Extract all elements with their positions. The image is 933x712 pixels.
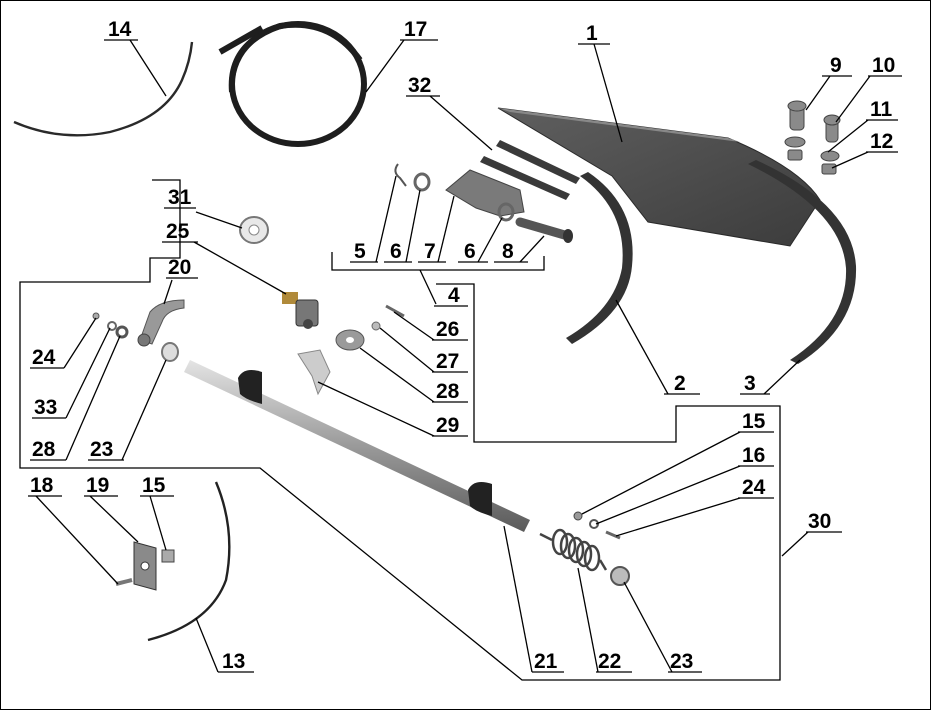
hardware-9-12-drawing [784, 100, 841, 175]
label-4: 4 [448, 284, 460, 307]
label-21: 21 [534, 650, 558, 673]
bushing-23-drawing [161, 342, 179, 362]
label-5: 5 [354, 240, 366, 263]
leader-lines [28, 39, 902, 673]
label-13: 13 [222, 650, 245, 673]
label-8: 8 [502, 240, 514, 263]
label-25: 25 [166, 220, 190, 243]
label-19: 19 [86, 474, 109, 497]
bolt-18-drawing [115, 578, 133, 586]
label-28b: 28 [32, 438, 56, 461]
group-4-bracket [331, 252, 545, 271]
bracket-3-drawing [748, 160, 857, 364]
label-24a: 24 [32, 346, 56, 369]
bracket-29-drawing [297, 349, 331, 396]
label-3: 3 [744, 372, 756, 395]
label-6b: 6 [464, 240, 476, 263]
washer-6b-drawing [497, 202, 515, 222]
label-28a: 28 [436, 380, 460, 403]
label-1: 1 [586, 22, 598, 45]
label-7: 7 [424, 240, 436, 263]
label-24b: 24 [742, 476, 766, 499]
washer-6-drawing [413, 172, 431, 192]
label-9: 9 [830, 54, 842, 77]
label-30: 30 [808, 510, 831, 533]
label-32: 32 [408, 74, 431, 97]
label-17: 17 [404, 18, 427, 41]
hose-17-drawing [218, 21, 367, 147]
label-23a: 23 [90, 438, 113, 461]
label-16: 16 [742, 444, 765, 467]
label-27: 27 [436, 350, 459, 373]
label-15b: 15 [142, 474, 166, 497]
nut-15b-drawing [161, 549, 175, 563]
spring-22-drawing [539, 528, 608, 572]
label-6a: 6 [390, 240, 402, 263]
flap-1-drawing [497, 107, 821, 247]
nut-27-drawing [371, 321, 381, 331]
bracket-2-drawing [566, 172, 633, 344]
bushing-23b-drawing [610, 566, 630, 586]
label-29: 29 [436, 414, 459, 437]
label-33: 33 [34, 396, 57, 419]
valve-25-drawing [282, 292, 319, 329]
label-18: 18 [30, 474, 54, 497]
cable-13-drawing [147, 481, 231, 642]
shaft-21-drawing [184, 360, 530, 532]
label-11: 11 [870, 98, 893, 121]
washer-28b-drawing [115, 325, 129, 339]
nut-33-drawing [107, 321, 117, 331]
bolt-24b-drawing [605, 530, 621, 540]
label-31: 31 [168, 186, 192, 209]
label-23b: 23 [670, 650, 693, 673]
washer-16-drawing [589, 519, 599, 529]
cotter-5-drawing [394, 163, 407, 187]
label-10: 10 [872, 54, 895, 77]
label-12: 12 [870, 130, 893, 153]
label-26: 26 [436, 318, 459, 341]
part-labels: 1 2 3 4 5 6 6 7 8 9 10 11 12 13 14 15 15… [30, 18, 895, 673]
label-20: 20 [168, 256, 191, 279]
group-30-outline [19, 179, 781, 681]
pin-8-drawing [515, 217, 573, 241]
label-2: 2 [674, 372, 686, 395]
group-lines [19, 179, 781, 681]
bolt-26-drawing [385, 304, 405, 318]
strip-32-drawing [480, 156, 570, 200]
lever-20-drawing [139, 299, 185, 345]
label-15a: 15 [742, 410, 766, 433]
label-22: 22 [598, 650, 621, 673]
wire-14-drawing [13, 41, 194, 137]
nut-15-drawing [573, 511, 583, 521]
label-14: 14 [108, 18, 132, 41]
